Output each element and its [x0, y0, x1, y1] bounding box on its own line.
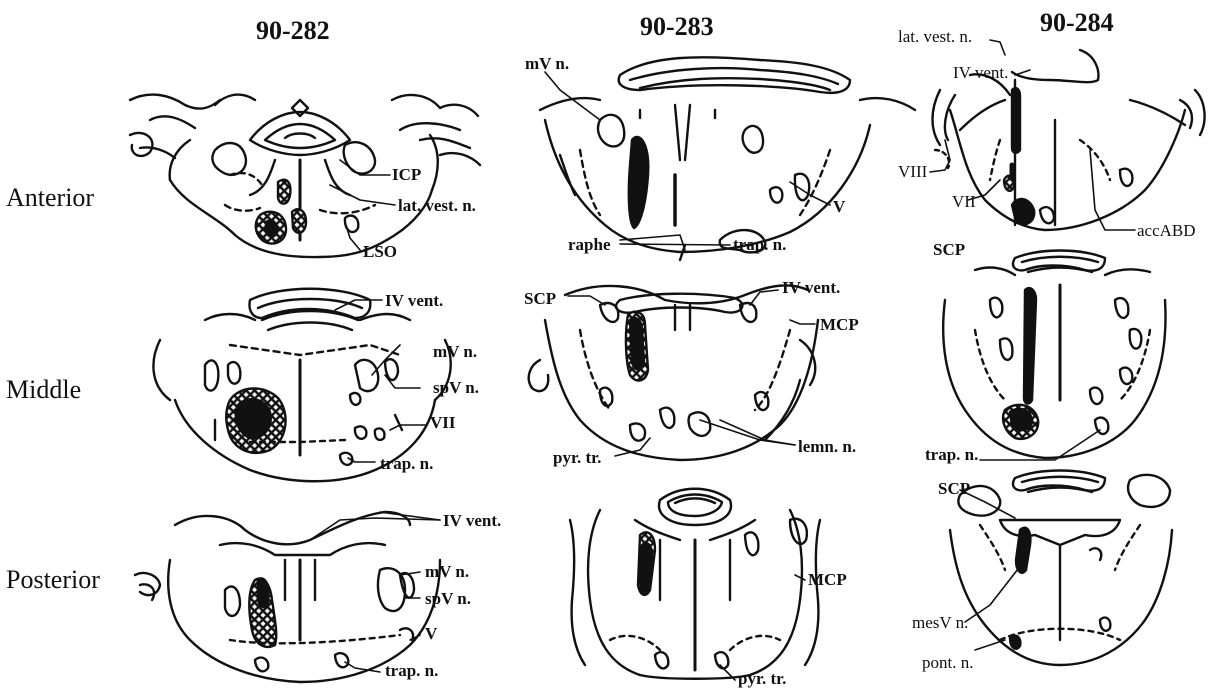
label-v: V [425, 625, 437, 642]
section-anterior-90-283 [540, 57, 915, 260]
label-mv-n: mV n. [433, 343, 477, 360]
label-iv-vent: IV vent. [782, 279, 840, 296]
label-mesv-n: mesV n. [912, 614, 968, 631]
label-iv-vent: IV vent. [443, 512, 501, 529]
label-accabd: accABD [1137, 222, 1196, 239]
label-v: V [833, 198, 845, 215]
section-posterior-90-283 [570, 489, 820, 679]
label-trap-n: trap. n. [380, 455, 433, 472]
section-middle-90-283 [529, 285, 818, 460]
label-trap-n: trap. n. [385, 662, 438, 679]
label-spv-n: spV n. [425, 590, 471, 607]
label-lemn-n: lemn. n. [798, 438, 856, 455]
section-middle-90-284 [943, 251, 1165, 459]
column-title-3: 90-284 [1040, 10, 1114, 36]
row-label-anterior: Anterior [6, 185, 94, 211]
label-lso: LSO [363, 243, 397, 260]
section-posterior-90-282 [135, 512, 440, 682]
section-posterior-90-284 [950, 471, 1172, 666]
label-lat-vest-n: lat. vest. n. [898, 28, 972, 45]
label-lat-vest-n: lat. vest. n. [398, 197, 476, 214]
section-middle-90-282 [153, 289, 450, 482]
column-title-2: 90-283 [640, 14, 714, 40]
row-label-middle: Middle [6, 377, 81, 403]
label-iv-vent: IV vent. [385, 292, 443, 309]
label-pyr-tr: pyr. tr. [553, 449, 601, 466]
label-scp: SCP [938, 480, 970, 497]
section-anterior-90-282 [130, 95, 480, 258]
label-vii: VII [430, 414, 456, 431]
label-vii: VII [952, 193, 976, 210]
label-raphe: raphe [568, 236, 611, 253]
label-iv-vent: IV vent. [953, 64, 1008, 81]
label-pyr-tr: pyr. tr. [738, 670, 786, 687]
label-mcp: MCP [808, 571, 847, 588]
label-viii: VIII [898, 163, 927, 180]
column-title-1: 90-282 [256, 18, 330, 44]
row-label-posterior: Posterior [6, 567, 100, 593]
label-mv-n: mV n. [525, 55, 569, 72]
label-scp: SCP [524, 290, 556, 307]
label-spv-n: spV n. [433, 379, 479, 396]
label-icp: ICP [392, 166, 421, 183]
label-trap-n: trap. n. [733, 236, 786, 253]
label-mv-n: mV n. [425, 563, 469, 580]
label-trap-n: trap. n. [925, 446, 978, 463]
label-scp: SCP [933, 241, 965, 258]
label-pont-n: pont. n. [922, 654, 973, 671]
label-mcp: MCP [820, 316, 859, 333]
